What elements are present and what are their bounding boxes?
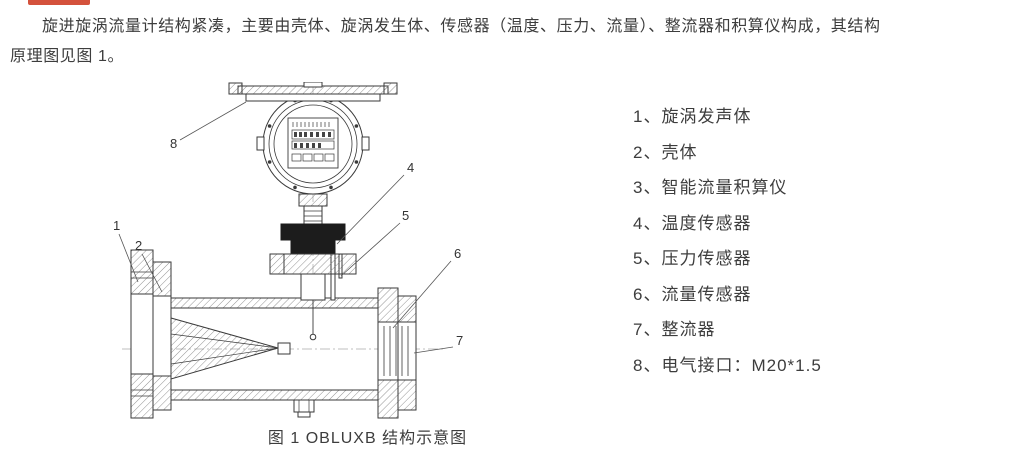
swirler-cone [170, 317, 291, 380]
neck [298, 193, 328, 225]
intro-paragraph: 旋进旋涡流量计结构紧凑，主要由壳体、旋涡发生体、传感器（温度、压力、流量）、整流… [10, 12, 1006, 72]
legend-item-4: 4、温度传感器 [633, 213, 752, 233]
callout-5: 5 [402, 208, 409, 223]
totalizer-head [256, 93, 370, 195]
callout-4: 4 [407, 160, 414, 175]
leader-line-6 [392, 260, 452, 329]
leader-line-2 [141, 253, 163, 293]
left-side-screw [256, 136, 265, 151]
legend-item-8: 8、电气接口：M20*1.5 [633, 355, 822, 375]
top-cap [228, 82, 398, 102]
outlet-flange [377, 287, 417, 419]
flowmeter-structure-diagram: 8 1 2 4 5 6 7 [113, 82, 463, 419]
legend-list: 1、旋涡发声体 2、壳体 3、智能流量积算仪 4、温度传感器 5、压力传感器 6… [633, 99, 822, 383]
callout-8: 8 [170, 136, 177, 151]
leader-line-7 [413, 346, 454, 354]
page-header-fragment [28, 0, 90, 5]
lcd-buttons [291, 153, 335, 162]
callout-7: 7 [456, 333, 463, 348]
drain-plug [293, 399, 315, 418]
legend-item-1: 1、旋涡发声体 [633, 107, 752, 126]
callout-2: 2 [135, 238, 142, 253]
legend-item-2: 2、壳体 [633, 142, 698, 162]
paragraph-line-1: 旋进旋涡流量计结构紧凑，主要由壳体、旋涡发生体、传感器（温度、压力、流量）、整流… [42, 18, 881, 35]
lcd-digit-marks [294, 132, 331, 148]
lcd-display [287, 117, 339, 169]
legend-item-3: 3、智能流量积算仪 [633, 178, 788, 197]
leader-line-5 [340, 222, 401, 277]
transmitter-block [280, 223, 346, 255]
flow-sensor-needle [300, 273, 326, 341]
right-side-screw [361, 136, 370, 151]
leader-line-4 [336, 174, 405, 245]
legend-item-5: 5、压力传感器 [633, 249, 752, 268]
callouts: 8 1 2 4 5 6 7 [113, 101, 463, 354]
callout-6: 6 [454, 246, 461, 261]
mounting-flange [269, 253, 357, 275]
legend-item-6: 6、流量传感器 [633, 284, 752, 304]
rectifier [383, 326, 409, 376]
figure-caption: 图 1 OBLUXB 结构示意图 [267, 430, 468, 447]
callout-1: 1 [113, 218, 120, 233]
paragraph-line-2: 原理图见图 1。 [10, 48, 125, 65]
inlet-flange [130, 249, 172, 419]
leader-line-1 [118, 233, 139, 283]
legend-item-7: 7、整流器 [633, 320, 716, 339]
leader-line-8 [179, 101, 247, 141]
